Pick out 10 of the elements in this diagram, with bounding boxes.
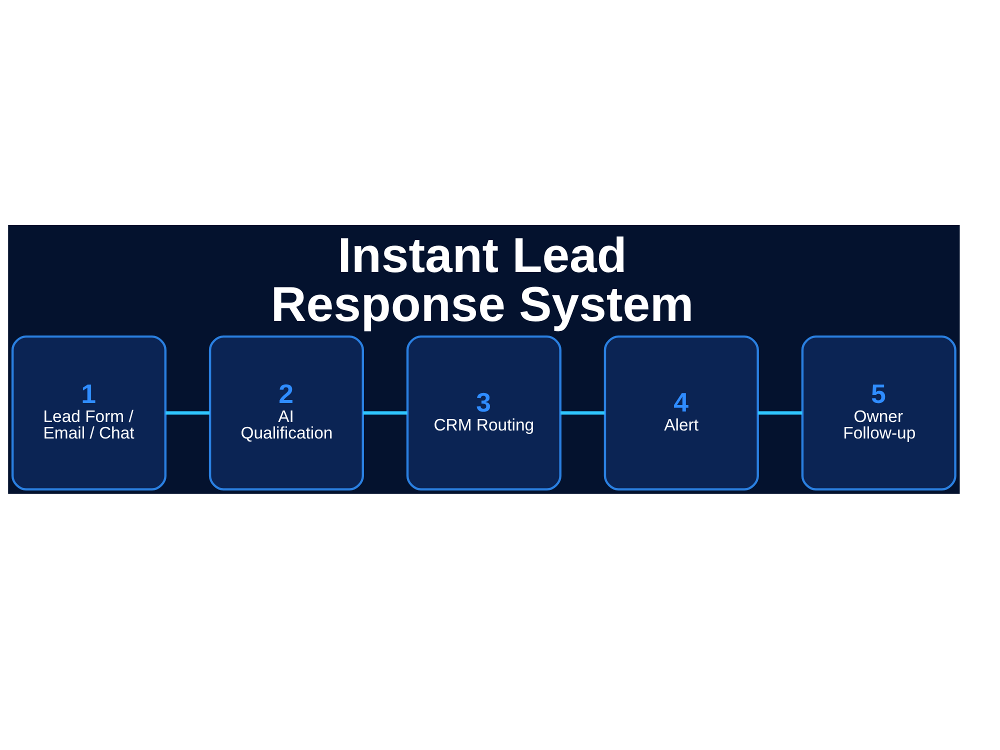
connector [363,410,408,414]
diagram-title: Instant Lead Response System [270,228,694,332]
node-box: 1 Lead Form / Email / Chat [11,334,167,490]
connector [758,410,802,414]
node-box: 2 AI Qualification [208,334,364,490]
connector [560,410,605,414]
node-box: 5 Owner Follow-up [801,334,956,490]
node-box: 4 Alert [604,334,759,490]
connector [166,410,210,414]
node-box: 3 CRM Routing [406,334,562,490]
